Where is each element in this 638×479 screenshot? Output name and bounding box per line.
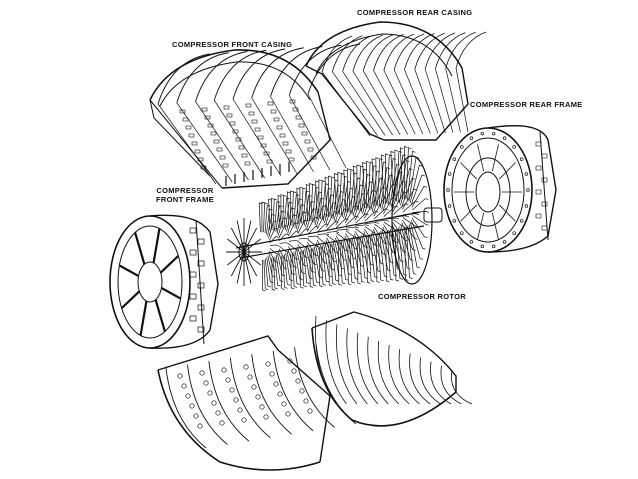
compressor-lower-rear-casing: [311, 311, 473, 427]
compressor-front-frame: [109, 214, 219, 349]
compressor-front-casing: [149, 43, 361, 189]
label-compressor-rear-frame: COMPRESSOR REAR FRAME: [470, 100, 583, 109]
compressor-rear-casing: [305, 21, 487, 141]
label-compressor-rotor: COMPRESSOR ROTOR: [378, 292, 467, 301]
label-compressor-front-frame: COMPRESSOR FRONT FRAME: [152, 186, 218, 204]
compressor-rear-frame: [443, 125, 557, 253]
label-compressor-front-casing: COMPRESSOR FRONT CASING: [172, 40, 293, 49]
label-compressor-front-frame-line2: FRONT FRAME: [156, 195, 214, 204]
compressor-rotor: [226, 146, 433, 292]
label-compressor-rear-casing: COMPRESSOR REAR CASING: [357, 8, 473, 17]
rotor-shaft: [423, 207, 443, 223]
label-compressor-front-frame-line1: COMPRESSOR: [156, 186, 214, 195]
compressor-lower-front-casing: [157, 335, 357, 471]
